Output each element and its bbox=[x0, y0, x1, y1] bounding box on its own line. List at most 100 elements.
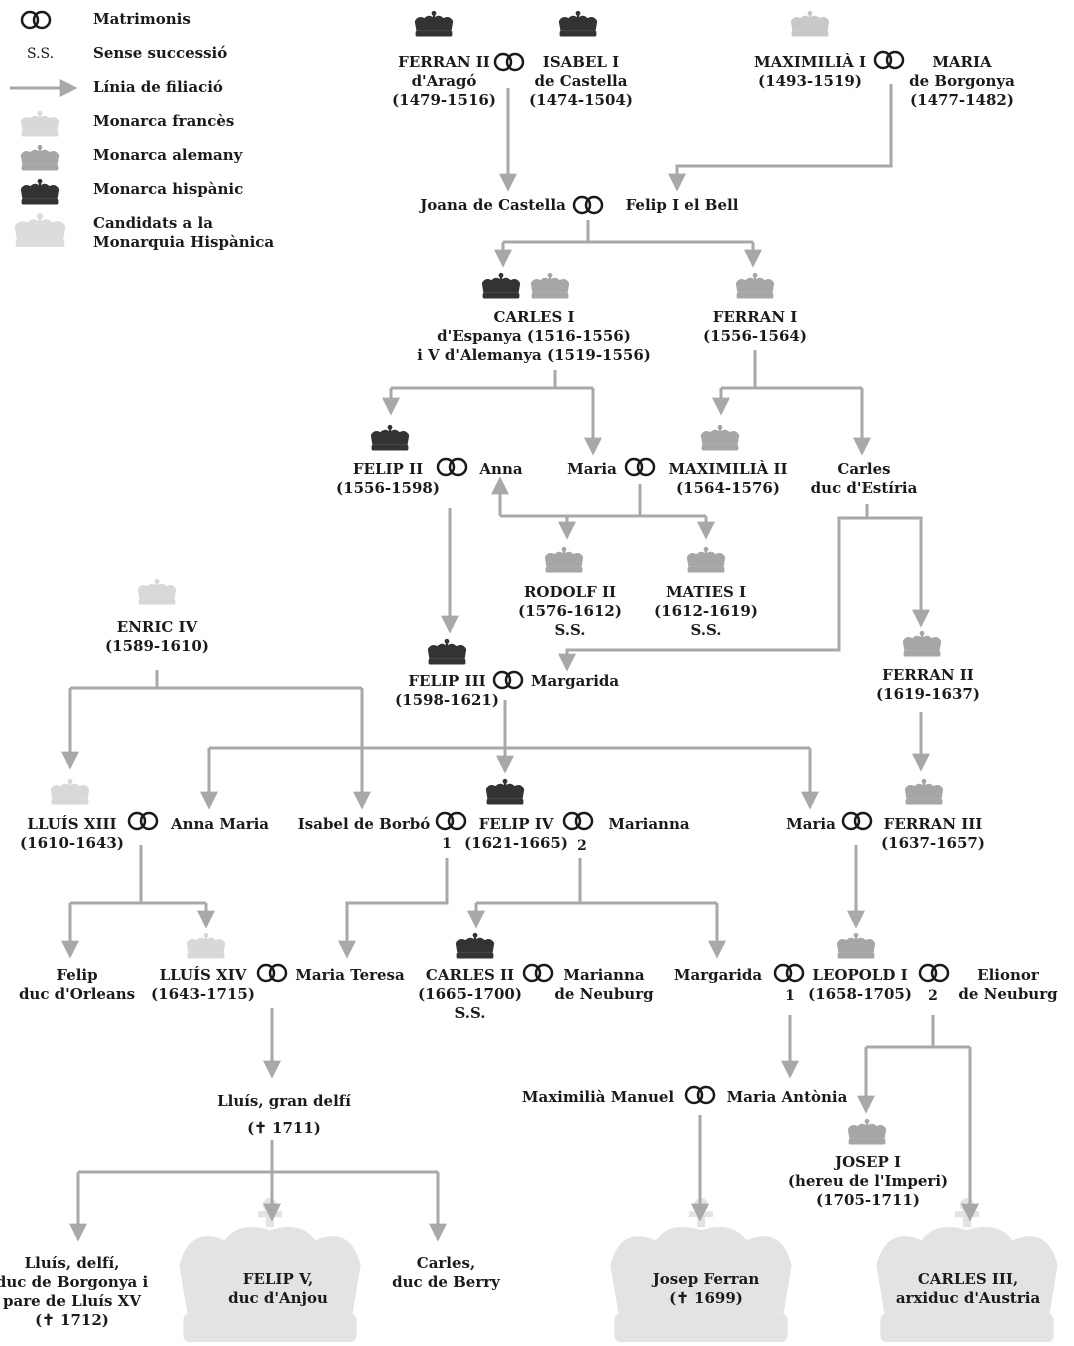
person-dates: (1665-1700) bbox=[418, 985, 522, 1003]
person-title: de Borgonya bbox=[909, 72, 1015, 90]
person-isabel-i: ISABEL I de Castella (1474-1504) bbox=[529, 53, 633, 110]
person-name: Maria bbox=[567, 460, 617, 478]
person-title: duc de Berry bbox=[392, 1273, 500, 1291]
person-dates: (✝ 1711) bbox=[247, 1119, 321, 1137]
person-isabel-borbo: Isabel de Borbó bbox=[298, 815, 430, 834]
person-dates: (1621-1665) bbox=[464, 834, 568, 852]
person-felip-iii: FELIP III (1598-1621) bbox=[395, 672, 499, 710]
marriage-rings-icon bbox=[493, 52, 525, 72]
person-dates: (1598-1621) bbox=[395, 691, 499, 709]
marriage-rings-icon bbox=[127, 811, 159, 831]
person-name: ISABEL I bbox=[542, 53, 620, 71]
marriage-rings-icon bbox=[684, 1085, 716, 1105]
person-name: Maximilià Manuel bbox=[521, 1088, 675, 1106]
marriage-order-2: 2 bbox=[928, 988, 938, 1004]
person-title: de Neuburg bbox=[958, 985, 1058, 1003]
person-leopold-i: LEOPOLD I (1658-1705) bbox=[808, 966, 912, 1004]
person-title: (hereu de l'Imperi) bbox=[787, 1172, 949, 1190]
person-dates: (✝ 1699) bbox=[669, 1289, 743, 1307]
marriage-rings-icon bbox=[256, 963, 288, 983]
person-name: Lluís, gran delfí bbox=[217, 1092, 351, 1110]
person-name: Maria bbox=[786, 815, 836, 833]
marriage-rings-icon bbox=[435, 811, 467, 831]
marriage-rings bbox=[127, 50, 950, 1105]
person-name: MATIES I bbox=[665, 583, 747, 601]
person-enric-iv: ENRIC IV (1589-1610) bbox=[105, 618, 209, 656]
person-name: FELIP III bbox=[408, 672, 486, 690]
person-name: Maria Antònia bbox=[726, 1088, 848, 1106]
person-ferran-i: FERRAN I (1556-1564) bbox=[703, 308, 807, 346]
person-dates: (1610-1643) bbox=[20, 834, 124, 852]
person-name: RODOLF II bbox=[523, 583, 617, 601]
person-carles-i: CARLES I d'Espanya (1516-1556) i V d'Ale… bbox=[417, 308, 651, 365]
person-carles-ii: CARLES II (1665-1700) S.S. bbox=[418, 966, 522, 1023]
person-marianna-neuburg: Marianna de Neuburg bbox=[554, 966, 653, 1004]
marriage-rings-icon bbox=[841, 811, 873, 831]
person-margarida-b: Margarida bbox=[674, 966, 762, 985]
hispanic-crown-icon bbox=[455, 932, 495, 959]
person-carles-estiria: Carles duc d'Estíria bbox=[811, 460, 918, 498]
german-crown-icon bbox=[847, 1118, 887, 1145]
person-name: Maria Teresa bbox=[295, 966, 405, 984]
person-name: MAXIMILIÀ II bbox=[668, 460, 788, 478]
person-title: duc d'Anjou bbox=[228, 1289, 328, 1307]
person-name: FELIP IV bbox=[478, 815, 554, 833]
person-dates: (1612-1619) bbox=[654, 602, 758, 620]
hispanic-crown-icon bbox=[485, 778, 525, 805]
person-name: Marianna bbox=[608, 815, 690, 833]
german-crown-icon bbox=[904, 778, 944, 805]
person-maria-borgonya: MARIA de Borgonya (1477-1482) bbox=[909, 53, 1015, 110]
person-ss: S.S. bbox=[690, 621, 722, 639]
person-lluis-xiii: LLUÍS XIII (1610-1643) bbox=[20, 815, 124, 853]
person-ferran-ii-b: FERRAN II (1619-1637) bbox=[876, 666, 980, 704]
person-name: LLUÍS XIII bbox=[27, 815, 117, 833]
person-name: FERRAN III bbox=[883, 815, 983, 833]
legend-marriage: Matrimonis bbox=[93, 10, 191, 28]
legend-hispanic: Monarca hispànic bbox=[93, 180, 244, 198]
person-name: ENRIC IV bbox=[116, 618, 198, 636]
person-carles-berry: Carles, duc de Berry bbox=[392, 1254, 500, 1292]
marriage-order-1: 1 bbox=[785, 988, 795, 1004]
person-dates: (1589-1610) bbox=[105, 637, 209, 655]
person-title: d'Espanya (1516-1556) bbox=[437, 327, 631, 345]
person-name: Isabel de Borbó bbox=[297, 815, 431, 833]
person-felip-orleans: Felip duc d'Orleans bbox=[19, 966, 135, 1004]
german-crown-icon bbox=[530, 272, 570, 299]
person-maties-i: MATIES I (1612-1619) S.S. bbox=[654, 583, 758, 640]
legend-german: Monarca alemany bbox=[93, 146, 243, 164]
hispanic-crown-icon bbox=[481, 272, 521, 299]
person-title: arxiduc d'Austria bbox=[895, 1289, 1041, 1307]
person-name: JOSEP I bbox=[835, 1153, 901, 1171]
person-josep-i: JOSEP I (hereu de l'Imperi) (1705-1711) bbox=[788, 1153, 948, 1210]
german-crown-icon bbox=[700, 424, 740, 451]
person-name: Marianna bbox=[563, 966, 645, 984]
german-crown-icon bbox=[902, 630, 942, 657]
person-name: Elionor bbox=[977, 966, 1039, 984]
person-josep-ferran: Josep Ferran (✝ 1699) bbox=[653, 1270, 760, 1308]
person-dates: (1637-1657) bbox=[881, 834, 985, 852]
person-maximilia-ii: MAXIMILIÀ II (1564-1576) bbox=[669, 460, 788, 498]
person-name: LEOPOLD I bbox=[812, 966, 908, 984]
person-title: duc d'Estíria bbox=[810, 479, 918, 497]
person-dates: (1556-1564) bbox=[703, 327, 807, 345]
person-name: MARIA bbox=[932, 53, 992, 71]
marriage-order-2: 2 bbox=[577, 838, 587, 854]
person-name: FELIP II bbox=[352, 460, 424, 478]
person-felip-i: Felip I el Bell bbox=[626, 196, 739, 215]
person-maximilia-i: MAXIMILIÀ I (1493-1519) bbox=[754, 53, 866, 91]
french-crown-icon bbox=[50, 778, 90, 805]
legend-candidates: Candidats a la Monarquia Hispànica bbox=[93, 214, 274, 252]
person-dates: (1479-1516) bbox=[392, 91, 496, 109]
person-name: Carles bbox=[837, 460, 891, 478]
person-dates: (1705-1711) bbox=[816, 1191, 920, 1209]
marriage-rings-icon bbox=[492, 670, 524, 690]
person-felip-v: FELIP V, duc d'Anjou bbox=[228, 1270, 328, 1308]
german-crown-icon bbox=[686, 546, 726, 573]
person-name: Margarida bbox=[673, 966, 763, 984]
person-name: Josep Ferran bbox=[652, 1270, 760, 1288]
person-ss: S.S. bbox=[454, 1004, 486, 1022]
person-elionor: Elionor de Neuburg bbox=[958, 966, 1057, 1004]
legend-no-succession: Sense successió bbox=[93, 44, 228, 62]
marriage-rings-icon bbox=[522, 963, 554, 983]
